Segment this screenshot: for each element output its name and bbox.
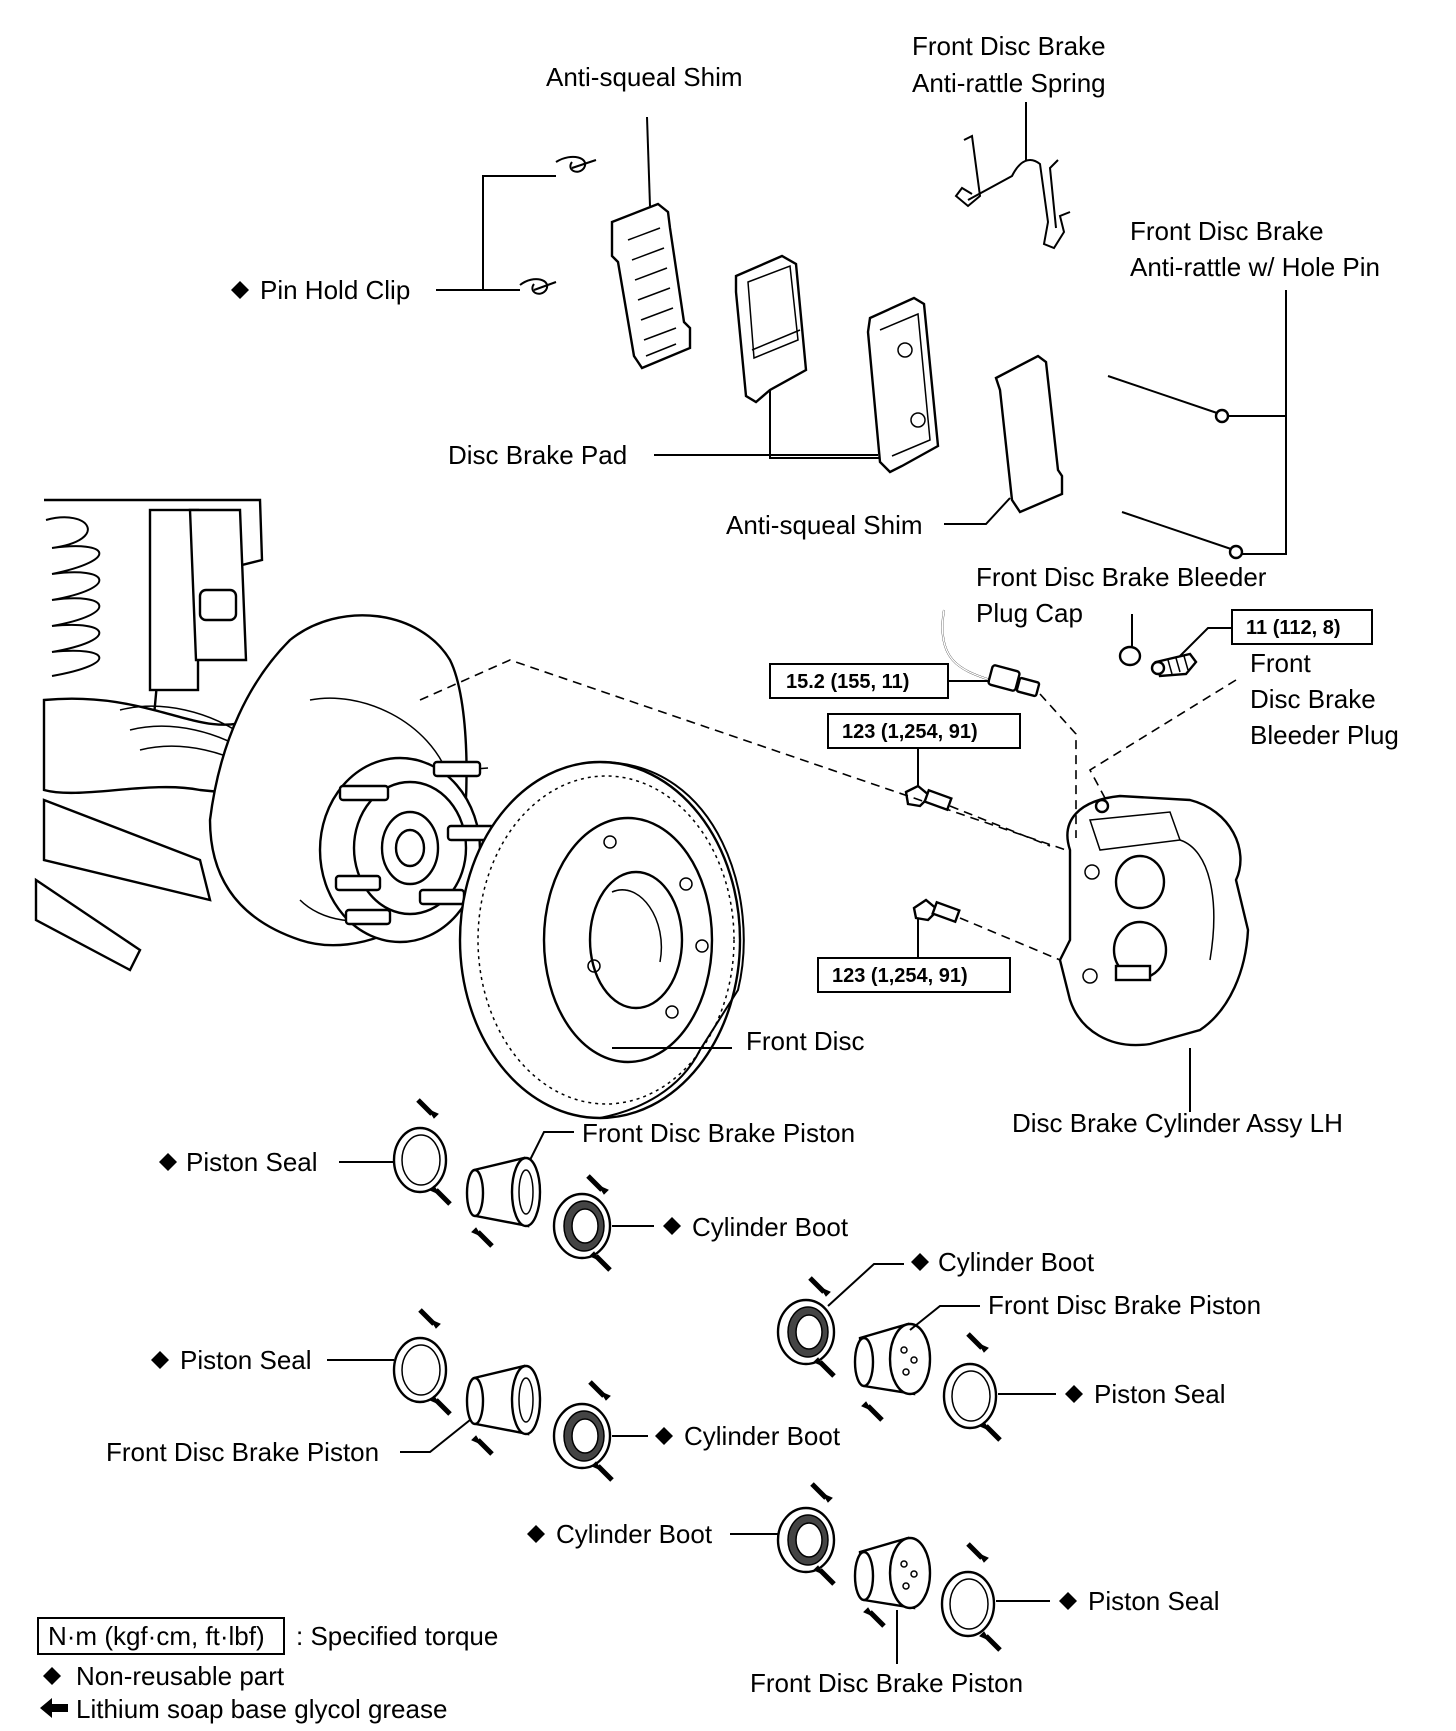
legend-grease: Lithium soap base glycol grease bbox=[76, 1694, 447, 1724]
label-piston-seal-2: Piston Seal bbox=[1094, 1379, 1226, 1409]
label-bleeder-plug-line2: Disc Brake bbox=[1250, 684, 1376, 714]
label-bleeder-plug-line3: Bleeder Plug bbox=[1250, 720, 1399, 750]
label-front-disc: Front Disc bbox=[746, 1026, 864, 1056]
label-bleeder-cap-line1: Front Disc Brake Bleeder bbox=[976, 562, 1267, 592]
disc-brake-pad-outer-icon bbox=[734, 254, 808, 404]
grease-arrow-icon bbox=[40, 1698, 68, 1718]
label-cylinder-boot-4: Cylinder Boot bbox=[556, 1519, 713, 1549]
disc-brake-pad-inner-icon bbox=[769, 296, 940, 474]
label-hole-pin-line2: Anti-rattle w/ Hole Pin bbox=[1130, 252, 1380, 282]
label-anti-rattle-spring-line2: Anti-rattle Spring bbox=[912, 68, 1106, 98]
label-anti-rattle-spring-line1: Front Disc Brake bbox=[912, 31, 1106, 61]
torque-bolt-upper: 123 (1,254, 91) bbox=[842, 721, 978, 743]
brake-line-icon bbox=[941, 609, 1041, 698]
label-cylinder-boot-1: Cylinder Boot bbox=[692, 1212, 849, 1242]
torque-bolt-lower: 123 (1,254, 91) bbox=[832, 965, 968, 987]
bleeder-plug-icon bbox=[1150, 627, 1232, 678]
non-reusable-diamond-icon bbox=[231, 281, 249, 299]
label-cylinder-assy: Disc Brake Cylinder Assy LH bbox=[1012, 1108, 1343, 1138]
torque-box-bleeder-plug bbox=[1231, 609, 1373, 645]
torque-bleeder-plug: 11 (112, 8) bbox=[1246, 617, 1341, 639]
caliper-bolt-lower-icon bbox=[912, 898, 961, 958]
non-reusable-diamond-icon bbox=[151, 1351, 169, 1369]
legend-torque-unit: N·m (kgf·cm, ft·lbf) bbox=[48, 1621, 265, 1651]
legend-torque-box bbox=[37, 1617, 285, 1655]
non-reusable-diamond-icon bbox=[911, 1253, 929, 1271]
label-anti-squeal-shim-top: Anti-squeal Shim bbox=[546, 62, 743, 92]
caliper-bolt-upper-icon bbox=[904, 732, 953, 812]
pin-hold-clip-icon bbox=[436, 155, 597, 295]
non-reusable-diamond-icon bbox=[655, 1427, 673, 1445]
non-reusable-diamond-icon bbox=[43, 1667, 61, 1685]
front-disc-icon bbox=[458, 760, 745, 1120]
label-piston-3: Front Disc Brake Piston bbox=[106, 1437, 379, 1467]
legend: N·m (kgf·cm, ft·lbf) : Specified torque … bbox=[37, 1617, 498, 1724]
legend-non-reusable: Non-reusable part bbox=[76, 1661, 285, 1691]
non-reusable-diamond-icon bbox=[663, 1217, 681, 1235]
non-reusable-diamond-icon bbox=[159, 1153, 177, 1171]
anti-rattle-spring-icon bbox=[954, 102, 1071, 250]
label-piston-1: Front Disc Brake Piston bbox=[582, 1118, 855, 1148]
label-piston-seal-3: Piston Seal bbox=[180, 1345, 312, 1375]
torque-box-bolt-lower bbox=[817, 957, 1011, 993]
piston-group-4 bbox=[730, 1484, 1050, 1664]
piston-group-3 bbox=[776, 1263, 1056, 1440]
label-piston-seal-1: Piston Seal bbox=[186, 1147, 318, 1177]
anti-squeal-shim-mid-icon bbox=[944, 354, 1064, 525]
legend-torque-text: : Specified torque bbox=[296, 1621, 498, 1651]
label-cylinder-boot-3: Cylinder Boot bbox=[684, 1421, 841, 1451]
piston-group-1 bbox=[339, 1100, 654, 1270]
label-piston-4: Front Disc Brake Piston bbox=[750, 1668, 1023, 1698]
label-bleeder-plug-line1: Front bbox=[1250, 648, 1311, 678]
anti-squeal-shim-top-icon bbox=[610, 116, 692, 370]
disc-brake-cylinder-assy-icon bbox=[1058, 794, 1250, 1112]
piston-group-2 bbox=[327, 1310, 648, 1480]
torque-flare-nut: 15.2 (155, 11) bbox=[786, 671, 909, 693]
non-reusable-diamond-icon bbox=[1065, 1385, 1083, 1403]
label-hole-pin-line1: Front Disc Brake bbox=[1130, 216, 1324, 246]
label-disc-brake-pad: Disc Brake Pad bbox=[448, 440, 627, 470]
steering-knuckle-assembly-icon bbox=[34, 498, 497, 972]
label-bleeder-cap-line2: Plug Cap bbox=[976, 598, 1083, 628]
non-reusable-diamond-icon bbox=[1059, 1592, 1077, 1610]
bleeder-plug-cap-icon bbox=[1118, 614, 1142, 667]
label-anti-squeal-shim-mid: Anti-squeal Shim bbox=[726, 510, 923, 540]
label-piston-seal-5: Piston Seal bbox=[1088, 1586, 1220, 1616]
non-reusable-diamond-icon bbox=[527, 1525, 545, 1543]
label-piston-2: Front Disc Brake Piston bbox=[988, 1290, 1261, 1320]
anti-rattle-hole-pin-icon bbox=[1107, 290, 1287, 560]
alignment-dashed-lines bbox=[419, 659, 1237, 961]
label-cylinder-boot-2: Cylinder Boot bbox=[938, 1247, 1095, 1277]
label-pin-hold-clip: Pin Hold Clip bbox=[260, 275, 410, 305]
torque-box-flare-nut bbox=[769, 663, 949, 699]
torque-box-bolt-upper bbox=[827, 713, 1021, 749]
